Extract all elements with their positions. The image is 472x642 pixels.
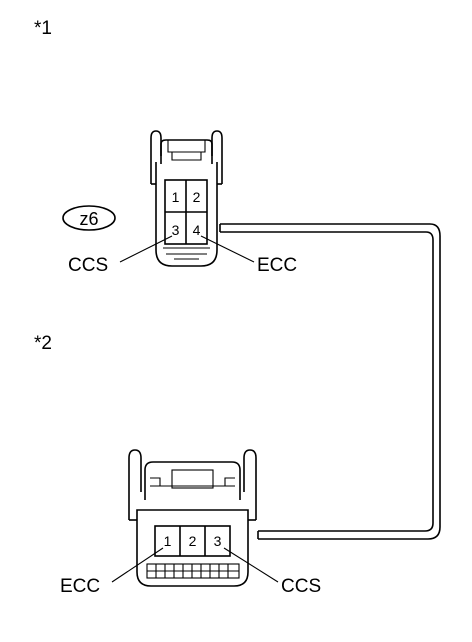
top-pin-4: 4 <box>193 222 201 238</box>
connector-top: 1 2 3 4 <box>119 130 255 267</box>
bottom-pin-2: 2 <box>189 533 197 549</box>
top-right-label: ECC <box>257 255 297 276</box>
top-pin-3: 3 <box>172 222 180 238</box>
marker-bottom: *2 <box>34 333 52 354</box>
bottom-left-label: ECC <box>60 576 100 597</box>
marker-top: *1 <box>34 18 52 39</box>
bottom-pin-1: 1 <box>164 533 172 549</box>
bottom-right-label: CCS <box>281 576 321 597</box>
connector-bottom: 1 2 3 <box>111 449 279 587</box>
top-left-label: CCS <box>68 255 108 276</box>
harness-wire <box>219 223 441 540</box>
connector-code-oval <box>62 205 116 231</box>
top-pin-1: 1 <box>172 189 180 205</box>
top-pin-2: 2 <box>193 189 201 205</box>
bottom-pin-3: 3 <box>214 533 222 549</box>
connector-code: z6 <box>79 209 98 229</box>
